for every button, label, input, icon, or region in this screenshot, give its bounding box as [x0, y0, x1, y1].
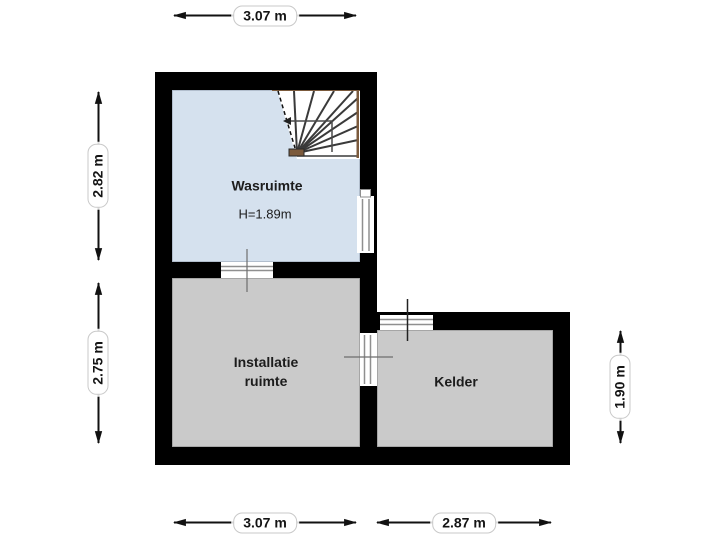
window-wasruimte-installatie — [221, 249, 273, 292]
stair-right-stringer — [356, 90, 359, 158]
stair-newel-post — [288, 148, 305, 157]
wall-kelder-right — [553, 312, 570, 465]
stair-walk-line — [285, 120, 333, 152]
stair-treads — [293, 90, 359, 154]
stair-direction-arrow-icon — [283, 117, 291, 125]
staircase — [272, 88, 360, 159]
wall-left — [155, 72, 172, 465]
wall-bottom — [155, 447, 570, 465]
window-kelder-top — [380, 299, 433, 341]
window-installatie-kelder — [344, 333, 393, 386]
openings — [221, 189, 433, 386]
kelder-floor — [377, 330, 553, 447]
window-wasruimte-right — [357, 189, 374, 253]
walls — [155, 72, 570, 465]
wall-top — [155, 72, 377, 90]
window-notch — [360, 189, 371, 198]
installatie-floor — [172, 278, 360, 447]
